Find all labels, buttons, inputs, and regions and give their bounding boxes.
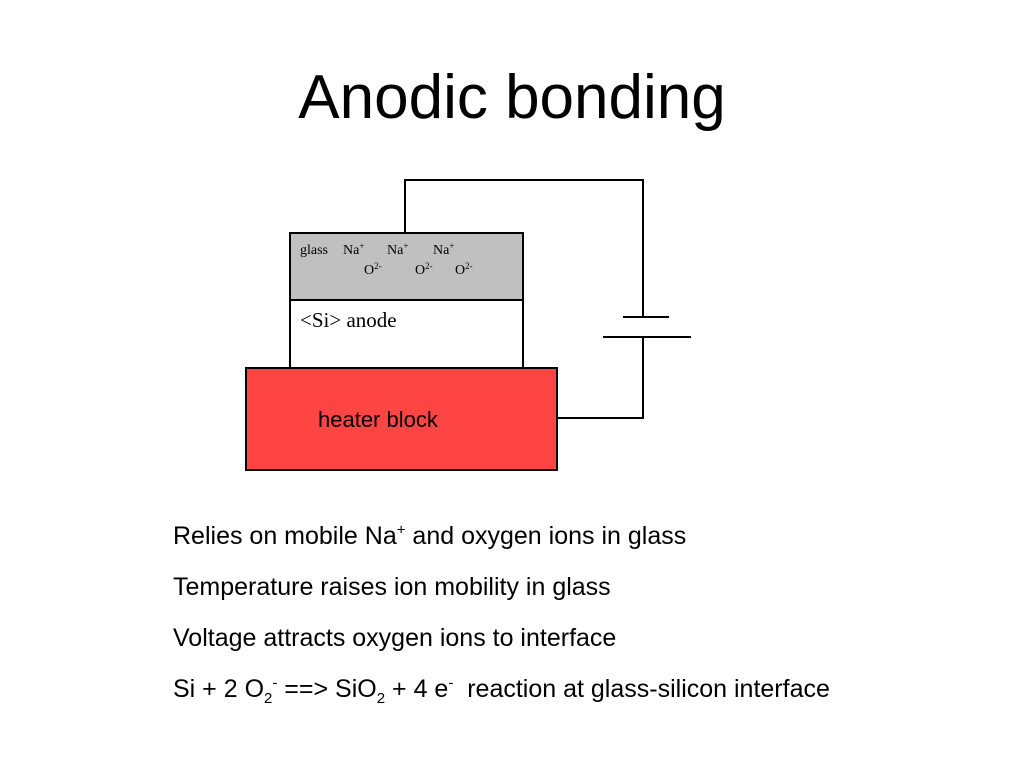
bullet-item: Voltage attracts oxygen ions to interfac…	[173, 624, 617, 652]
na-ion-label: Na+	[433, 241, 454, 258]
na-ion-label: Na+	[343, 241, 364, 258]
na-ion-label: Na+	[387, 241, 408, 258]
oxygen-ion-label: O2-	[455, 261, 473, 278]
wire-top	[404, 179, 644, 317]
bullet-item: Si + 2 O2- ==> SiO2 + 4 e- reaction at g…	[173, 674, 830, 707]
heater-label: heater block	[318, 407, 439, 432]
glass-label: glass	[300, 243, 328, 258]
slide-title: Anodic bonding	[298, 63, 726, 132]
bullet-item: Relies on mobile Na+ and oxygen ions in …	[173, 521, 687, 550]
oxygen-ion-label: O2-	[415, 261, 433, 278]
bullet-item: Temperature raises ion mobility in glass	[173, 573, 611, 601]
bullet-list: Relies on mobile Na+ and oxygen ions in …	[173, 516, 1013, 720]
oxygen-ion-label: O2-	[364, 261, 382, 278]
wire-bottom	[558, 337, 644, 419]
anode-label: <Si> anode	[300, 308, 397, 332]
heater-block	[245, 367, 558, 471]
si-anode-layer	[289, 299, 524, 369]
